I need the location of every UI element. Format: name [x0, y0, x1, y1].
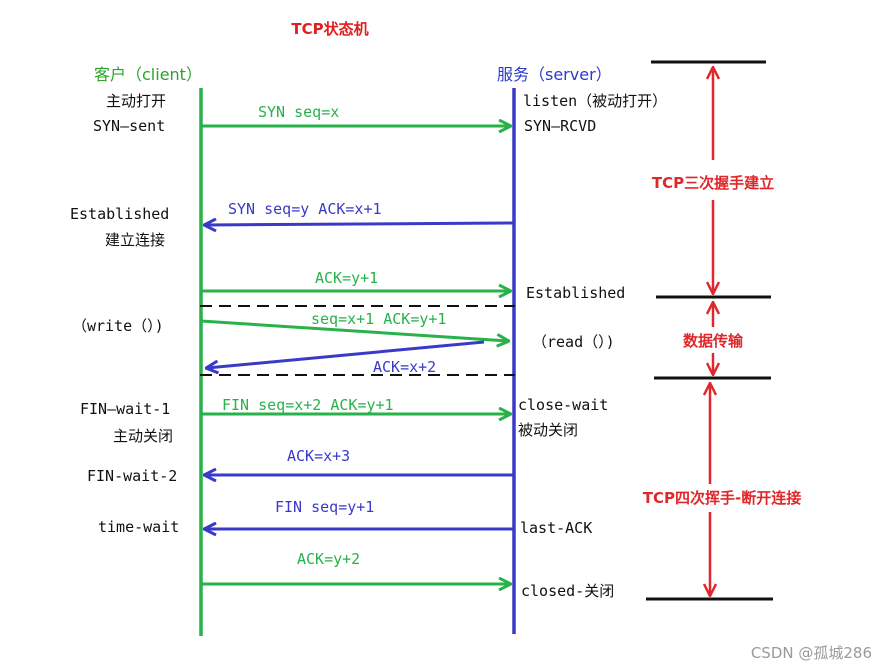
phase-label-data-transfer: 数据传输 — [683, 332, 744, 350]
message-3: ACK=y+1 — [201, 269, 510, 291]
message-9: ACK=y+2 — [201, 550, 510, 584]
message-label: SYN seq=y ACK=x+1 — [228, 200, 382, 218]
phase-teardown: TCP四次挥手-断开连接 — [643, 384, 801, 595]
message-5: ACK=x+2 — [207, 340, 485, 376]
watermark: CSDN @孤城286 — [751, 644, 872, 662]
server-state-syn-rcvd: SYN—RCVD — [524, 117, 596, 135]
message-label: SYN seq=x — [258, 103, 339, 121]
phase-label-teardown: TCP四次挥手-断开连接 — [643, 489, 801, 507]
client-state-active-close: 主动关闭 — [113, 427, 173, 445]
message-4: seq=x+1 ACK=y+1 — [200, 310, 508, 341]
message-label: ACK=y+1 — [315, 269, 378, 287]
phase-data-transfer: 数据传输 — [683, 303, 744, 374]
diagram-title: TCP状态机 — [291, 20, 368, 38]
server-state-passive-close: 被动关闭 — [518, 421, 578, 439]
server-header: 服务（server） — [497, 65, 612, 84]
message-label: seq=x+1 ACK=y+1 — [311, 310, 446, 328]
client-header: 客户（client） — [94, 65, 202, 84]
phase-label-handshake: TCP三次握手建立 — [652, 174, 774, 192]
client-state-active-open: 主动打开 — [106, 92, 166, 110]
phase-handshake: TCP三次握手建立 — [652, 68, 774, 293]
client-state-fin-wait-2: FIN-wait-2 — [87, 467, 177, 485]
client-state-fin-wait-1: FIN—wait-1 — [80, 400, 170, 418]
message-label: ACK=x+2 — [373, 358, 436, 376]
message-7: ACK=x+3 — [205, 447, 514, 475]
message-label: FIN seq=x+2 ACK=y+1 — [222, 396, 394, 414]
server-state-listen: listen（被动打开） — [523, 92, 667, 110]
message-1: SYN seq=x — [201, 103, 510, 126]
message-label: ACK=y+2 — [297, 550, 360, 568]
server-state-read: （read（）) — [532, 333, 615, 351]
message-2: SYN seq=y ACK=x+1 — [205, 200, 515, 225]
server-state-last-ack: last-ACK — [520, 519, 592, 537]
message-6: FIN seq=x+2 ACK=y+1 — [201, 396, 510, 414]
server-state-established: Established — [526, 284, 625, 302]
message-label: FIN seq=y+1 — [275, 498, 374, 516]
server-state-closed: closed-关闭 — [521, 582, 614, 600]
client-state-connected: 建立连接 — [105, 231, 165, 249]
client-state-syn-sent: SYN—sent — [93, 117, 165, 135]
client-state-time-wait: time-wait — [98, 518, 179, 536]
message-label: ACK=x+3 — [287, 447, 350, 465]
message-8: FIN seq=y+1 — [205, 498, 514, 529]
server-state-close-wait: close-wait — [518, 396, 608, 414]
client-state-established: Established — [70, 205, 169, 223]
client-state-write: （write（）) — [72, 317, 164, 335]
